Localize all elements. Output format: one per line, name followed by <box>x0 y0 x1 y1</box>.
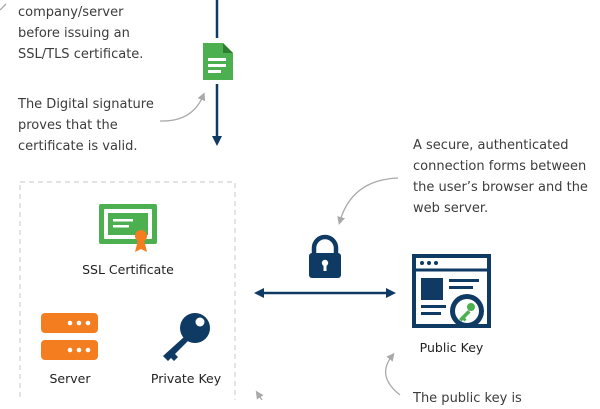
note-line: proves that the <box>18 118 118 133</box>
note-line: web server. <box>413 201 489 216</box>
curved-pointer-public-key <box>384 352 401 396</box>
ssl-flow-diagram <box>0 0 491 400</box>
signature-note: The Digital signature proves that the ce… <box>18 94 198 157</box>
curved-pointer-top <box>0 3 7 11</box>
padlock-icon <box>309 234 341 278</box>
server-icon <box>41 313 98 360</box>
curved-pointer-secure <box>337 177 399 225</box>
ssl-certificate-label: SSL Certificate <box>82 262 174 277</box>
document-icon <box>203 43 233 80</box>
note-line: company/server <box>18 5 124 20</box>
curved-pointer-bottom <box>255 390 264 400</box>
curved-pointer-signature <box>159 92 206 122</box>
note-line: before issuing an <box>18 26 130 41</box>
secure-connection-note: A secure, authenticated connection forms… <box>413 135 598 219</box>
note-line: The public key is <box>413 391 522 406</box>
browser-window-icon <box>412 254 491 328</box>
public-key-note: The public key is <box>413 388 598 409</box>
certificate-group-box <box>19 181 236 400</box>
public-key-label: Public Key <box>419 340 484 355</box>
server-label: Server <box>49 371 91 386</box>
verify-note: company/server before issuing an SSL/TLS… <box>18 2 198 65</box>
note-line: connection forms between <box>413 159 587 174</box>
note-line: A secure, authenticated <box>413 138 569 153</box>
private-key-label: Private Key <box>150 371 222 386</box>
note-line: the user’s browser and the <box>413 180 588 195</box>
note-line: The Digital signature <box>18 97 154 112</box>
note-line: SSL/TLS certificate. <box>18 47 144 62</box>
certificate-icon <box>99 204 157 252</box>
key-icon <box>163 313 210 361</box>
note-line: certificate is valid. <box>18 139 138 154</box>
